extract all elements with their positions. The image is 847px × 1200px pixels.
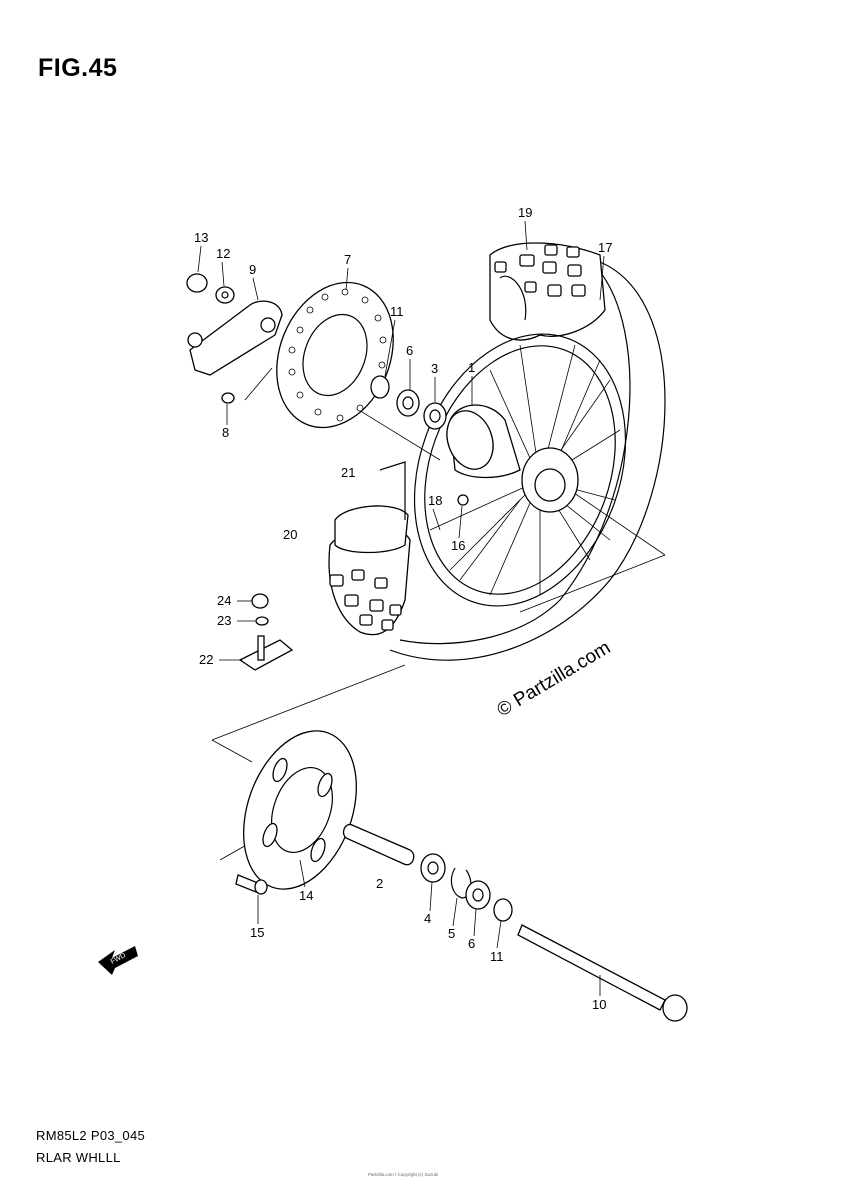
callout-21: 21 — [341, 465, 355, 480]
callout-9: 9 — [249, 262, 256, 277]
callout-6-upper: 6 — [406, 343, 413, 358]
figure-title: FIG.45 — [38, 54, 118, 82]
brake-disc-7[interactable] — [256, 265, 414, 445]
caliper-bracket-9[interactable] — [187, 300, 283, 376]
nut-13[interactable] — [186, 273, 208, 293]
callout-4: 4 — [424, 911, 431, 926]
callout-20: 20 — [283, 527, 297, 542]
callout-labels: 1 2 3 4 5 6 6 7 8 9 10 11 11 12 13 14 15… — [194, 205, 612, 1012]
rim-lock-22[interactable] — [238, 635, 294, 671]
bearing-4[interactable] — [420, 853, 446, 883]
bearing-3[interactable] — [423, 402, 447, 430]
oil-seal-6-lower[interactable] — [465, 880, 491, 910]
fwd-arrow-icon: FWD — [98, 946, 138, 975]
axle-10[interactable] — [517, 924, 688, 1022]
callout-2: 2 — [376, 876, 383, 891]
callout-16: 16 — [451, 538, 465, 553]
callout-22: 22 — [199, 652, 213, 667]
collar-11-upper[interactable] — [370, 375, 390, 399]
callout-7: 7 — [344, 252, 351, 267]
callout-15: 15 — [250, 925, 264, 940]
model-code: RM85L2 P03_045 — [36, 1128, 145, 1143]
callout-19: 19 — [518, 205, 532, 220]
bolt-8[interactable] — [221, 392, 235, 404]
collar-11-lower[interactable] — [493, 898, 513, 922]
callout-leaders — [197, 220, 605, 996]
oil-seal-6-upper[interactable] — [396, 389, 420, 417]
spoke-nipple-16-18[interactable] — [457, 494, 469, 506]
rim-lock-21[interactable] — [334, 461, 409, 554]
spacer-2[interactable] — [342, 823, 415, 866]
callout-14: 14 — [299, 888, 313, 903]
callout-3: 3 — [431, 361, 438, 376]
nut-24[interactable] — [251, 593, 269, 609]
callout-10: 10 — [592, 997, 606, 1012]
circlip-5[interactable] — [450, 867, 472, 899]
callout-6-lower: 6 — [468, 936, 475, 951]
callout-17: 17 — [598, 240, 612, 255]
tire-17[interactable] — [328, 242, 666, 661]
callout-13: 13 — [194, 230, 208, 245]
callout-18: 18 — [428, 493, 442, 508]
rear-hub-1[interactable] — [439, 404, 579, 513]
callout-12: 12 — [216, 246, 230, 261]
callout-24: 24 — [217, 593, 231, 608]
callout-11-upper: 11 — [390, 304, 404, 319]
bolt-15[interactable] — [235, 874, 268, 895]
washer-23[interactable] — [255, 616, 269, 626]
fine-print: Partzilla.com / Copyright (c) Suzuki — [368, 1172, 439, 1177]
callout-8: 8 — [222, 425, 229, 440]
callout-11-lower: 11 — [490, 949, 504, 964]
part-name: RLAR WHLLL — [36, 1150, 121, 1165]
callout-1: 1 — [468, 360, 475, 375]
washer-12[interactable] — [215, 286, 235, 304]
sprocket-14[interactable] — [223, 715, 377, 905]
callout-23: 23 — [217, 613, 231, 628]
callout-5: 5 — [448, 926, 455, 941]
